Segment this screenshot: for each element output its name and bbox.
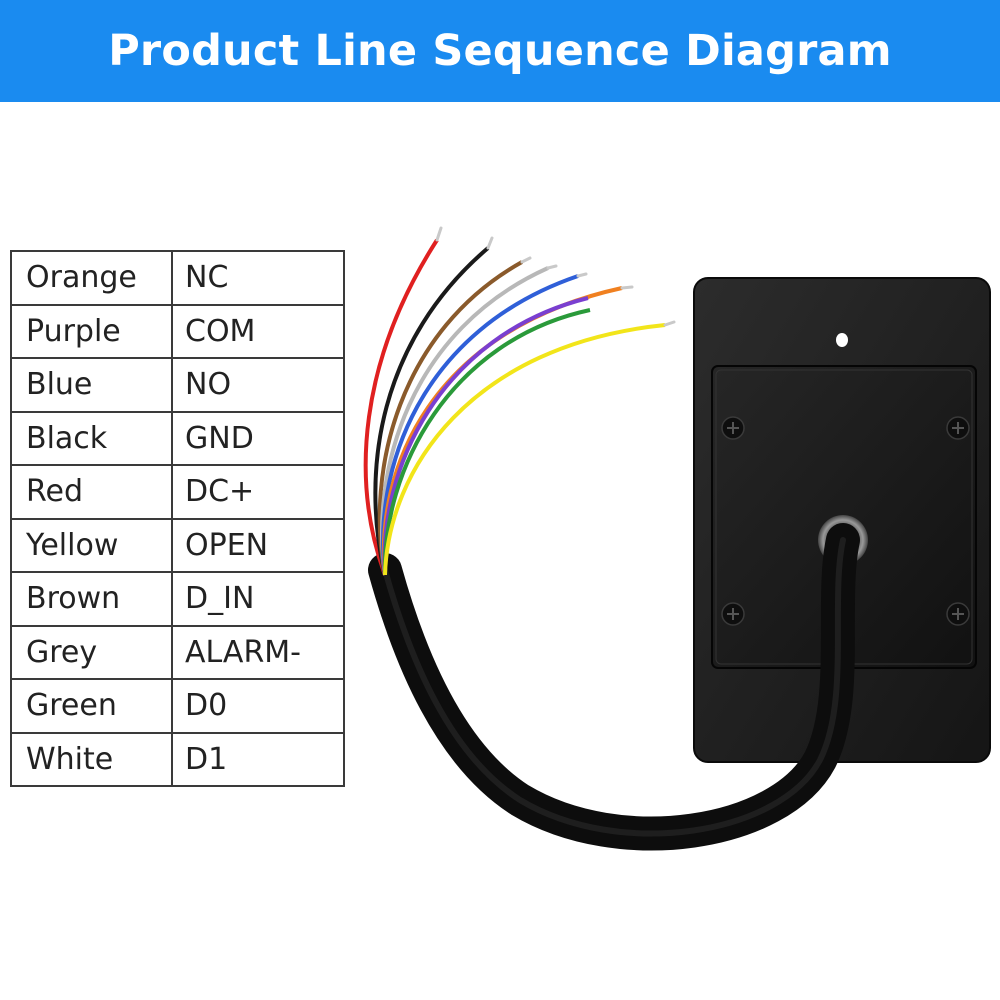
wire-function-cell: D0 xyxy=(171,678,345,734)
wire-color-cell: White xyxy=(10,731,173,787)
wire-color-cell: Grey xyxy=(10,624,173,680)
wire-function-cell: NC xyxy=(171,250,345,306)
wire-function-cell: D_IN xyxy=(171,571,345,627)
wire-color-cell: Black xyxy=(10,410,173,466)
screw-icon xyxy=(721,416,745,440)
wire-color-cell: Blue xyxy=(10,357,173,413)
device-photo xyxy=(363,226,991,851)
wire-yellow xyxy=(383,323,666,576)
wire-function-cell: OPEN xyxy=(171,517,345,573)
wire-color-cell: Red xyxy=(10,464,173,520)
screw-icon xyxy=(946,602,970,626)
wire-black xyxy=(373,246,490,576)
wire-red xyxy=(363,238,439,576)
wire-function-cell: ALARM- xyxy=(171,624,345,680)
wire-tips xyxy=(435,226,676,327)
wire-color-cell: Orange xyxy=(10,250,173,306)
wire-function-cell: NO xyxy=(171,357,345,413)
main-cable xyxy=(368,523,860,851)
page-title: Product Line Sequence Diagram xyxy=(108,26,892,76)
screw-icon xyxy=(946,416,970,440)
wire-function-cell: D1 xyxy=(171,731,345,787)
screw-icon xyxy=(721,602,745,626)
wire-function-cell: GND xyxy=(171,410,345,466)
wire-bundle xyxy=(363,238,666,576)
wire-green xyxy=(382,308,591,576)
mounting-hole-icon xyxy=(836,333,848,347)
wire-color-cell: Brown xyxy=(10,571,173,627)
wire-grey xyxy=(380,266,549,576)
wire-function-cell: DC+ xyxy=(171,464,345,520)
wire-color-cell: Yellow xyxy=(10,517,173,573)
wire-color-cell: Purple xyxy=(10,303,173,359)
wire-function-cell: COM xyxy=(171,303,345,359)
wire-color-cell: Green xyxy=(10,678,173,734)
title-banner: Product Line Sequence Diagram xyxy=(0,0,1000,102)
